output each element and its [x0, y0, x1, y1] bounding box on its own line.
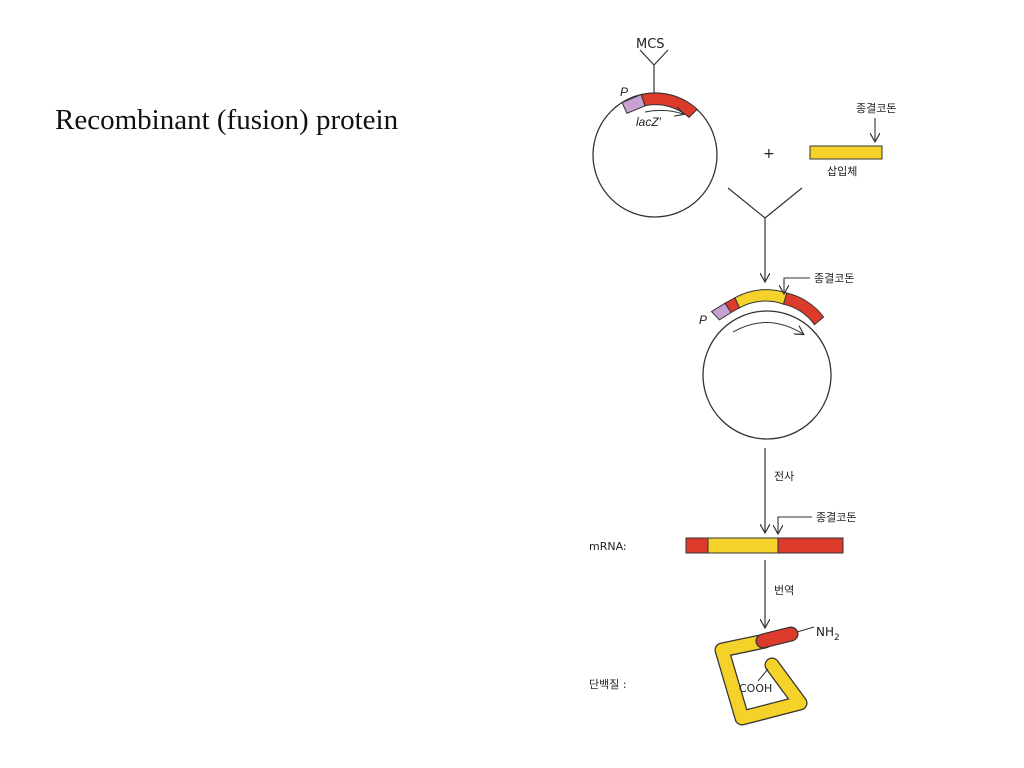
recombinant-stop-codon-pointer — [784, 277, 810, 293]
insert-fragment — [809, 145, 883, 160]
insert-stop-codon-label: 종결코돈 — [856, 102, 896, 115]
vector-lacz-arrow — [644, 110, 683, 114]
n-terminus-label: NH2 — [816, 625, 840, 643]
mrna-downstream-segment — [777, 537, 844, 554]
protein-label: 단백질 : — [589, 678, 627, 691]
mcs-site-fork-left — [639, 49, 655, 66]
mrna-stop-codon-pointer — [778, 516, 812, 533]
vector-plasmid: MCS P lacZ′ — [592, 37, 718, 218]
transcription-step: 전사 종결코돈 mRNA: — [589, 448, 856, 554]
mcs-label: MCS — [636, 37, 665, 52]
c-terminus-label: COOH — [739, 682, 772, 695]
recombinant-insert-segment — [734, 289, 788, 309]
mrna-strand — [685, 537, 844, 554]
slide-title: Recombinant (fusion) protein — [55, 104, 399, 136]
translation-step: 번역 단백질 : NH2 COOH — [589, 560, 840, 726]
protein-insert-body — [715, 634, 807, 725]
vector-promoter-label: P — [620, 85, 628, 99]
recombinant-downstream-lacz-segment — [782, 292, 825, 326]
mrna-insert-segment — [707, 537, 779, 554]
ligation-merge — [727, 187, 803, 281]
vector-lacz-segment — [640, 92, 698, 119]
c-terminus-pointer — [757, 668, 769, 682]
mrna-lacz-segment — [685, 537, 709, 554]
mcs-site-fork-right — [653, 49, 669, 66]
vector-plasmid-circle — [592, 92, 718, 218]
plus-sign: + — [763, 146, 775, 162]
recombinant-stop-codon-label: 종결코돈 — [814, 272, 854, 285]
recombinant-promoter-label: P — [699, 313, 707, 327]
n-terminus-pointer — [796, 626, 815, 633]
recombinant-plasmid-circle — [702, 310, 832, 440]
mrna-stop-codon-label: 종결코돈 — [816, 511, 856, 524]
mrna-label: mRNA: — [589, 540, 627, 553]
merge-line-right — [764, 187, 803, 219]
insert-dna: + 종결코돈 삽입체 — [763, 102, 896, 178]
merge-line-left — [727, 187, 766, 219]
insert-label: 삽입체 — [827, 165, 857, 178]
translation-label: 번역 — [774, 584, 794, 597]
recombinant-plasmid: P 종결코돈 — [699, 272, 854, 440]
lacz-gene-label: lacZ′ — [636, 115, 662, 129]
transcription-label: 전사 — [774, 470, 794, 483]
protein-lacz-body — [756, 627, 798, 648]
fusion-protein: NH2 COOH — [714, 625, 840, 726]
recombinant-transcription-arrow — [732, 322, 803, 334]
